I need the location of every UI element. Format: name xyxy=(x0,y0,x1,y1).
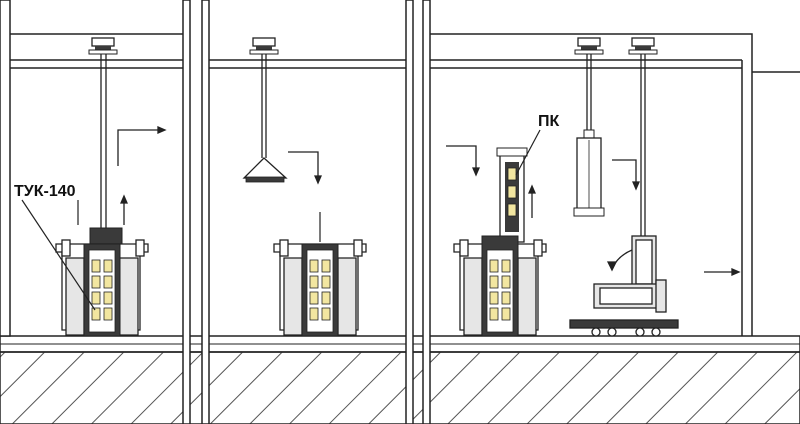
panel-2-left-wall xyxy=(201,0,210,424)
arrow-right-down-icon xyxy=(288,151,322,185)
panel-1-right-wall xyxy=(182,0,191,424)
canister-label: ПК xyxy=(538,113,560,130)
panel-1: ТУК-140 xyxy=(0,0,191,424)
panel-3-left-wall xyxy=(422,0,431,424)
arrow-right-icon xyxy=(704,268,741,276)
arrow-right-down-icon xyxy=(446,145,480,177)
arrow-up-icon xyxy=(528,184,536,218)
crane-trolley-icon xyxy=(249,37,279,55)
panel-2 xyxy=(201,0,414,424)
arrow-right-down-icon xyxy=(612,159,640,191)
transport-container xyxy=(481,235,519,337)
container-leader-lines xyxy=(21,199,96,311)
lifting-gripper xyxy=(242,157,288,183)
raised-canister xyxy=(496,147,528,243)
arrow-up-icon xyxy=(120,194,128,225)
transport-container xyxy=(83,243,121,337)
transport-container xyxy=(301,243,339,337)
suspended-canister xyxy=(573,129,605,217)
arrow-up-right-icon xyxy=(117,126,167,166)
transfer-cart xyxy=(569,235,679,337)
canister-leader-line xyxy=(515,129,541,176)
left-wall xyxy=(0,0,11,337)
container-lid xyxy=(89,227,123,245)
panel-3: ПК xyxy=(422,0,800,424)
crane-trolley-icon xyxy=(628,37,658,55)
panel-2-right-wall xyxy=(405,0,414,424)
container-label: ТУК-140 xyxy=(14,183,76,200)
crane-trolley-icon xyxy=(574,37,604,55)
foundation xyxy=(0,335,800,424)
crane-trolley-icon xyxy=(88,37,118,55)
